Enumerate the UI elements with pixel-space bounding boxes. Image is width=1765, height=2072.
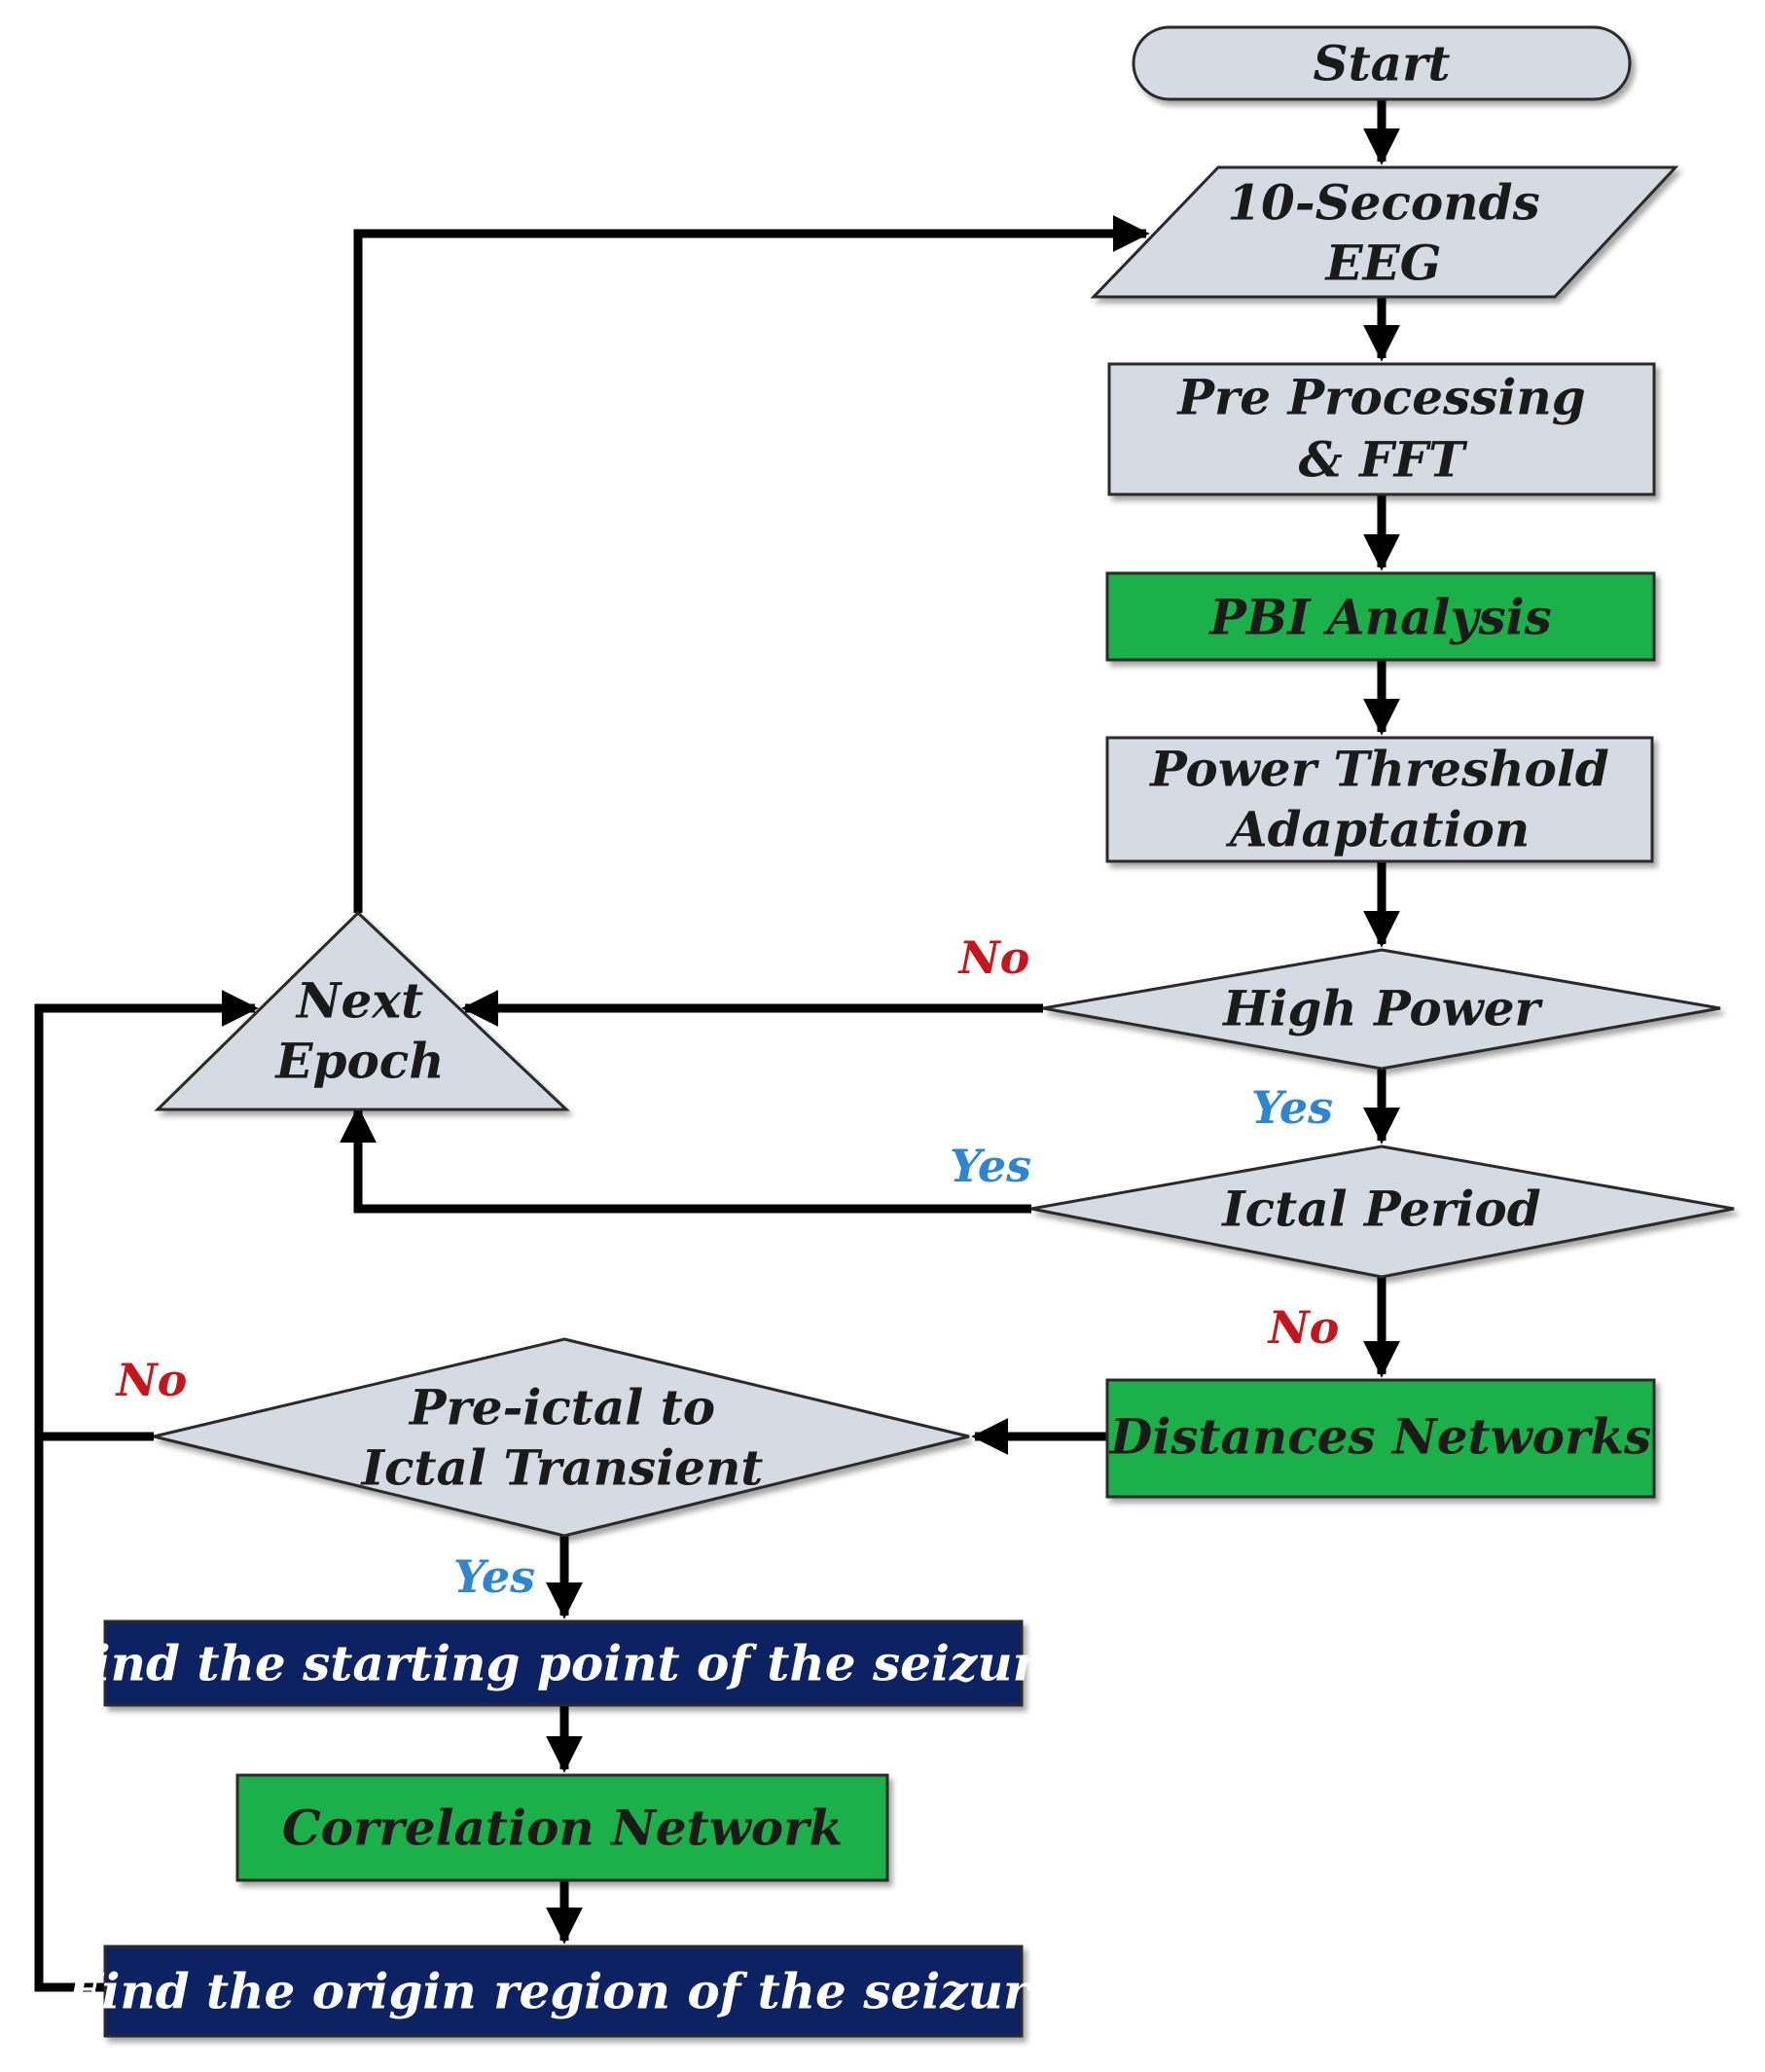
find-origin-label: Find the origin region of the seizure	[65, 1963, 1060, 2020]
preprocessing-shape	[1107, 362, 1656, 496]
transient-label-line1: Pre-ictal to	[408, 1379, 715, 1436]
ictal-yes-label: Yes	[950, 1140, 1031, 1192]
distances-networks-shape	[1105, 1378, 1656, 1499]
power-threshold-shape	[1105, 736, 1654, 863]
eeg-input-shape	[1090, 165, 1679, 299]
find-origin-node: Find the origin region of the seizure	[65, 1945, 1060, 2038]
find-start-shape	[103, 1619, 1024, 1707]
edge-nextepoch-to-eeg	[353, 215, 1150, 913]
correlation-network-label: Correlation Network	[282, 1799, 843, 1857]
correlation-network-node: Correlation Network	[235, 1773, 889, 1882]
next-epoch-triangle-shape	[154, 910, 570, 1111]
next-epoch-label-line2: Epoch	[273, 1033, 444, 1090]
ictal-period-diamond-shape	[1030, 1145, 1735, 1279]
next-epoch-node: Next Epoch	[154, 910, 570, 1111]
preprocessing-label-line2: & FFT	[1299, 431, 1469, 489]
power-threshold-label-line2: Adaptation	[1226, 801, 1530, 858]
transient-no-label: No	[115, 1354, 188, 1406]
high-power-decision: High Power	[1042, 948, 1721, 1071]
transient-yes-label: Yes	[453, 1550, 535, 1603]
find-start-label: Find the starting point of the seizure	[55, 1635, 1069, 1692]
next-epoch-label-line1: Next	[295, 972, 423, 1030]
distances-networks-node: Distances Networks	[1105, 1378, 1656, 1499]
power-threshold-node: Power Threshold Adaptation	[1105, 736, 1654, 863]
ictal-period-label: Ictal Period	[1220, 1181, 1540, 1238]
high-power-diamond-shape	[1042, 948, 1721, 1071]
high-power-label: High Power	[1221, 980, 1543, 1037]
eeg-input-label-line2: EEG	[1324, 235, 1442, 292]
preprocessing-node: Pre Processing & FFT	[1107, 362, 1656, 496]
transient-diamond-shape	[153, 1337, 970, 1538]
edge-labels: No Yes Yes No No Yes	[115, 931, 1340, 1603]
eeg-input-label-line1: 10-Seconds	[1227, 174, 1540, 232]
transient-decision: Pre-ictal to Ictal Transient	[153, 1337, 970, 1538]
high-power-yes-label: Yes	[1251, 1081, 1333, 1134]
distances-networks-label: Distances Networks	[1108, 1408, 1651, 1466]
pbi-analysis-label: PBI Analysis	[1207, 589, 1552, 646]
preprocessing-label-line1: Pre Processing	[1175, 369, 1585, 426]
start-terminal-shape	[1132, 25, 1632, 101]
eeg-input-node: 10-Seconds EEG	[1090, 165, 1679, 299]
ictal-period-decision: Ictal Period	[1030, 1145, 1735, 1279]
start-label: Start	[1313, 35, 1450, 92]
edge-loop-back-to-nextepoch	[34, 990, 259, 1992]
edge-ictal-yes	[340, 1106, 1031, 1214]
find-start-node: Find the starting point of the seizure	[55, 1619, 1069, 1707]
power-threshold-label-line1: Power Threshold	[1148, 741, 1609, 798]
ictal-no-label: No	[1267, 1301, 1340, 1354]
correlation-network-shape	[235, 1773, 889, 1882]
find-origin-shape	[103, 1945, 1024, 2038]
start-node: Start	[1132, 25, 1632, 101]
transient-label-line2: Ictal Transient	[360, 1439, 764, 1497]
connectors	[34, 99, 1400, 1992]
pbi-analysis-node: PBI Analysis	[1105, 571, 1656, 662]
high-power-no-label: No	[957, 931, 1030, 984]
pbi-analysis-shape	[1105, 571, 1656, 662]
